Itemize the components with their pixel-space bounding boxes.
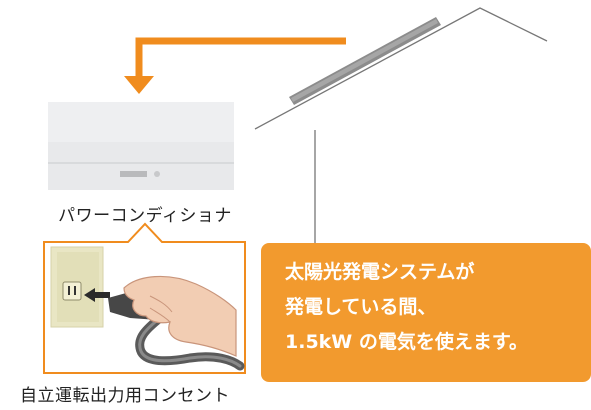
callout-line-3: 1.5kW の電気を使えます。 [285,331,528,353]
outlet-label: 自立運転出力用コンセント [20,386,230,406]
callout-line-1: 太陽光発電システムが [285,261,475,283]
power-conditioner-unit [48,102,234,190]
power-flow-arrow [124,37,346,94]
wall-outlet-icon [50,246,104,328]
house-outline [254,7,548,243]
info-callout: 太陽光発電システムが 発電している間、 1.5kW の電気を使えます。 [261,243,591,382]
insert-arrow-icon [84,288,110,302]
callout-line-2: 発電している間、 [285,296,437,318]
solar-panel-icon [289,17,441,105]
hand-plug-icon [108,275,245,371]
power-conditioner-label: パワーコンディショナ [58,206,232,226]
